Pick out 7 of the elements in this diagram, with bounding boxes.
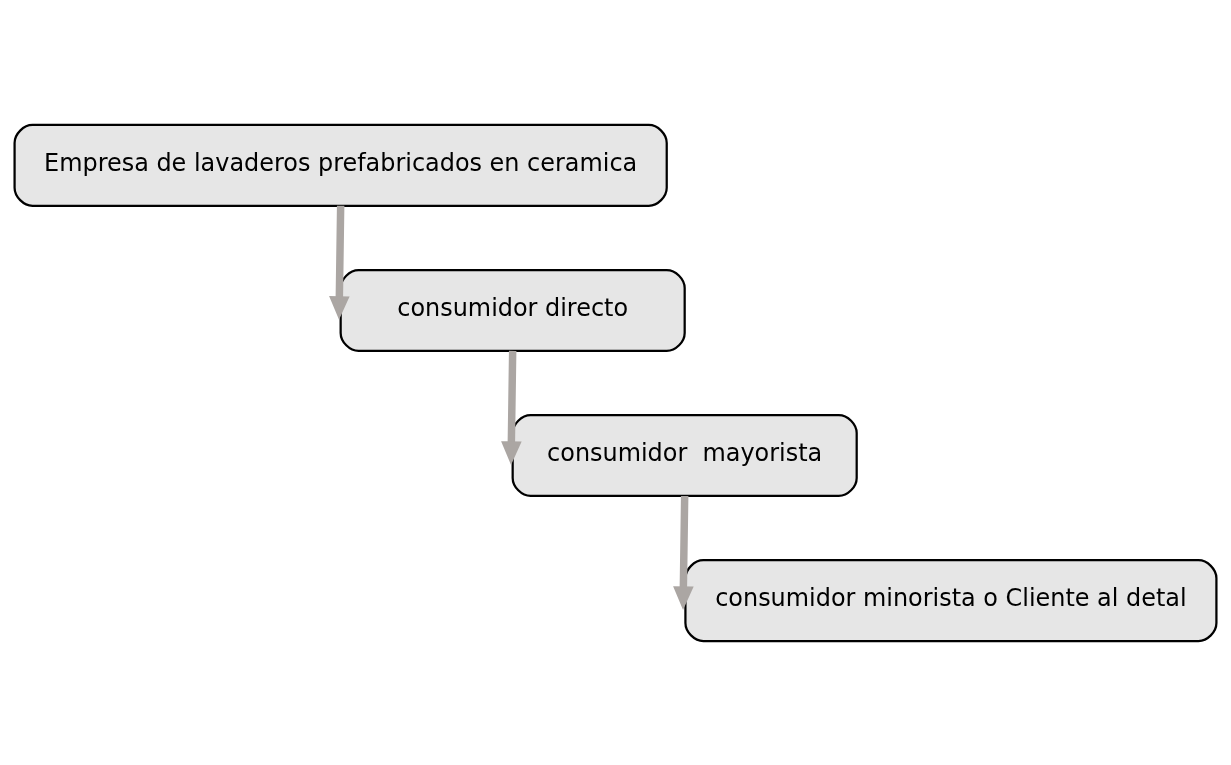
node-box: consumidor mayorista — [511, 413, 858, 497]
arrow — [673, 495, 694, 610]
node-box: Empresa de lavaderos prefabricados en ceramica — [13, 123, 668, 207]
arrow — [329, 205, 350, 320]
arrow — [501, 350, 522, 465]
node-box: consumidor minorista o Cliente al detal — [684, 558, 1218, 642]
node-box: consumidor directo — [339, 268, 686, 352]
